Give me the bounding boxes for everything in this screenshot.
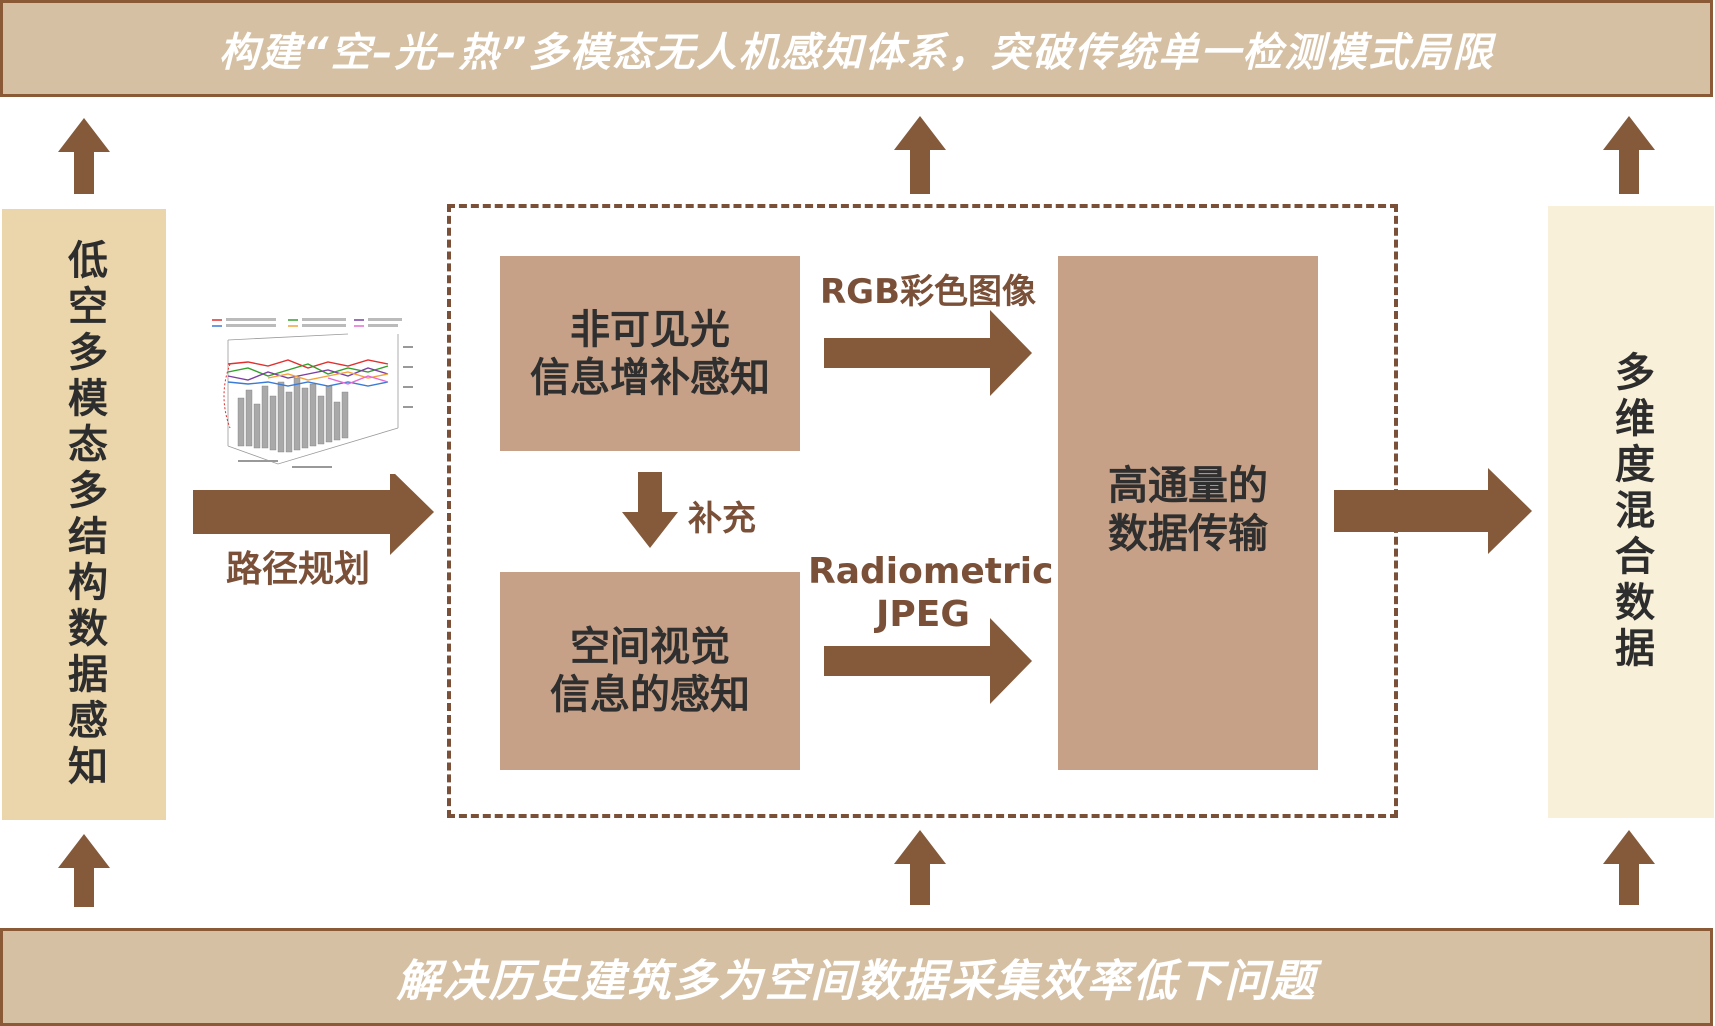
right-column-text: 多维度混合数据 — [1608, 351, 1654, 673]
invisible-light-line1: 非可见光 — [570, 306, 730, 353]
spatial-vision-line2: 信息的感知 — [550, 672, 750, 718]
top-banner: 构建“空–光–热”多模态无人机感知体系，突破传统单一检测模式局限 — [0, 0, 1713, 97]
high-throughput-box: 高通量的 数据传输 — [1058, 256, 1318, 770]
supplement-label: 补充 — [688, 499, 756, 539]
spatial-vision-box: 空间视觉 信息的感知 — [500, 572, 800, 770]
up-arrow-top-center — [894, 116, 946, 194]
invisible-light-box: 非可见光 信息增补感知 — [500, 256, 800, 451]
supplement-arrow — [622, 472, 678, 548]
spatial-vision-line1: 空间视觉 — [570, 624, 730, 670]
up-arrow-bottom-center — [894, 830, 946, 905]
rgb-image-label: RGB彩色图像 — [820, 272, 1037, 312]
radiometric-line2: JPEG — [876, 594, 970, 636]
up-arrow-bottom-left — [58, 834, 110, 907]
invisible-light-line2: 信息增补感知 — [530, 354, 770, 401]
right-column: 多维度混合数据 — [1548, 206, 1714, 818]
up-arrow-top-right — [1603, 116, 1655, 194]
top-banner-text: 构建“空–光–热”多模态无人机感知体系，突破传统单一检测模式局限 — [218, 29, 1495, 76]
path-planning-label: 路径规划 — [226, 549, 371, 590]
chart-thumbnail — [208, 316, 418, 474]
radiometric-jpeg-label: Radiometric JPEG — [808, 550, 1054, 636]
up-arrow-top-left — [58, 118, 110, 194]
bottom-banner: 解决历史建筑多为空间数据采集效率低下问题 — [0, 928, 1713, 1026]
radiometric-line1: Radiometric — [808, 551, 1054, 592]
bottom-banner-text: 解决历史建筑多为空间数据采集效率低下问题 — [396, 956, 1317, 1007]
path-planning-arrow — [193, 469, 434, 555]
radiometric-arrow — [824, 618, 1032, 704]
left-column-text: 低空多模态多结构数据感知 — [61, 238, 107, 791]
rgb-arrow — [824, 310, 1032, 396]
up-arrow-bottom-right — [1603, 830, 1655, 905]
output-arrow — [1334, 468, 1532, 554]
left-column: 低空多模态多结构数据感知 — [2, 209, 166, 820]
high-throughput-line2: 数据传输 — [1108, 511, 1268, 557]
high-throughput-line1: 高通量的 — [1108, 463, 1268, 509]
